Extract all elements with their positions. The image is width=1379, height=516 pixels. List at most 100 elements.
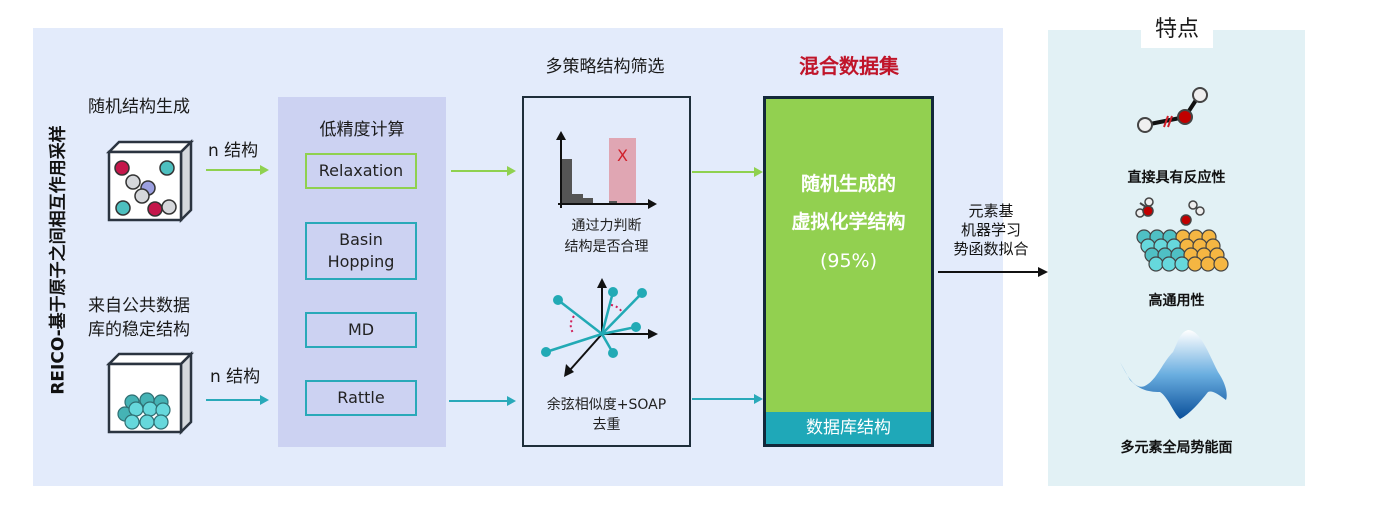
method-rattle: Rattle <box>305 380 417 416</box>
database-structure-label-line2: 库的稳定结构 <box>88 320 190 340</box>
atom-teal <box>115 200 131 216</box>
axis-diag-arrow <box>564 364 574 377</box>
filter-to-dataset-arrow-green-icon <box>692 167 763 177</box>
ml-fitting-line1: 元素基 <box>968 202 1014 220</box>
low-precision-title: 低精度计算 <box>319 120 405 140</box>
atom-red <box>147 201 163 217</box>
force-check-line1: 通过力判断 <box>571 218 642 234</box>
box-top-face <box>105 352 195 366</box>
vector-endpoints <box>541 287 647 358</box>
molecule-bond-break-icon <box>1137 87 1208 133</box>
feature-pes-label: 多元素全局势能面 <box>1120 440 1233 456</box>
method-label: Relaxation <box>318 161 404 180</box>
dataset-main-line1: 随机生成的 <box>800 173 896 195</box>
method-label-line2: Hopping <box>327 252 395 271</box>
potential-energy-surface-icon <box>1120 330 1227 419</box>
screening-box <box>522 96 691 447</box>
rattle-to-filter-arrow-icon <box>449 396 516 406</box>
cosine-similarity-vectors-icon <box>541 278 658 377</box>
arrow-head <box>754 394 763 404</box>
random-n-structures-label: n 结构 <box>208 141 259 161</box>
screening-title: 多策略结构筛选 <box>545 57 665 77</box>
break-mark <box>1163 115 1169 128</box>
dataset-to-features-arrow-icon <box>938 267 1048 277</box>
slab-atom <box>1148 256 1164 272</box>
arrow-head <box>260 395 269 405</box>
atom-grey <box>125 174 141 190</box>
atom-grey <box>161 199 177 215</box>
hist-bar <box>583 198 593 204</box>
break-mark <box>1167 115 1173 128</box>
database-structure-box-icon <box>105 350 195 436</box>
axis-right-arrow <box>648 329 658 339</box>
hist-bar <box>609 201 617 204</box>
box-side-face <box>179 350 193 436</box>
filter-to-dataset-arrow-teal-icon <box>692 394 763 404</box>
dedup-line2: 去重 <box>592 417 621 433</box>
slab-atom <box>1174 256 1190 272</box>
pes-surface <box>1120 330 1227 419</box>
feature-reactivity-label: 直接具有反应性 <box>1127 170 1226 186</box>
atom-teal <box>159 160 175 176</box>
atom-grey <box>134 188 150 204</box>
axis-up-arrow <box>597 278 607 288</box>
ml-fitting-line3: 势函数拟合 <box>953 240 1029 258</box>
ml-fitting-line2: 机器学习 <box>960 221 1021 239</box>
feature-generality-label: 高通用性 <box>1148 293 1205 309</box>
random-structure-label: 随机结构生成 <box>88 97 190 117</box>
arrow-head <box>507 166 516 176</box>
atom-red <box>114 160 130 176</box>
box-side-face <box>179 138 193 224</box>
method-label: MD <box>347 320 375 339</box>
slab-atom <box>1187 256 1203 272</box>
force-histogram-icon: X <box>556 131 657 209</box>
x-axis-arrow <box>648 199 657 209</box>
dataset-random-structures-text: 随机生成的 虚拟化学结构 <box>766 165 931 241</box>
hydrogen-atom <box>1137 117 1153 133</box>
arrow-head <box>507 396 516 406</box>
hist-bar <box>572 194 583 204</box>
oxygen-atom <box>1177 109 1193 125</box>
method-label: Rattle <box>337 388 385 407</box>
mixed-dataset-title: 混合数据集 <box>799 54 899 78</box>
dataset-main-line2: 虚拟化学结构 <box>791 211 906 233</box>
method-relaxation: Relaxation <box>305 153 417 189</box>
random-structure-box-icon <box>105 138 195 224</box>
method-basin-hopping: Basin Hopping <box>305 222 417 280</box>
hist-bar <box>562 159 572 204</box>
slab-atom <box>1161 256 1177 272</box>
mixed-dataset-box <box>763 96 934 447</box>
method-md: MD <box>305 312 417 348</box>
slab-atom <box>1200 256 1216 272</box>
metal-slab <box>1136 229 1229 272</box>
dataset-percentage: (95%) <box>819 250 878 272</box>
features-title: 特点 <box>1141 12 1213 48</box>
arrow-head <box>1038 267 1048 277</box>
vertical-title-text: REICO-基于原子之间相互作用采样 <box>48 125 69 395</box>
slab-atom <box>1213 256 1229 272</box>
dedup-line1: 余弦相似度+SOAP <box>546 397 667 413</box>
force-check-line2: 结构是否合理 <box>564 239 649 255</box>
dataset-database-section: 数据库结构 <box>766 412 931 444</box>
arrow-head <box>260 165 269 175</box>
box-top-face <box>105 140 195 154</box>
database-n-structures-label: n 结构 <box>210 367 261 387</box>
adsorbates <box>1135 197 1205 226</box>
reject-mark: X <box>617 146 628 165</box>
axis-diag <box>569 333 603 371</box>
angle-arc <box>610 304 623 313</box>
y-axis-arrow <box>556 131 566 140</box>
database-to-calc-arrow-icon <box>206 395 269 405</box>
random-to-calc-arrow-icon <box>206 165 269 175</box>
method-label-line1: Basin <box>339 230 383 249</box>
surface-adsorption-icon <box>1135 197 1229 272</box>
ml-fitting-label: 元素基 机器学习 势函数拟合 <box>938 202 1044 259</box>
relaxation-to-filter-arrow-icon <box>451 166 516 176</box>
workflow-vertical-title: REICO-基于原子之间相互作用采样 <box>42 100 70 420</box>
angle-arc <box>569 315 575 334</box>
arrow-head <box>754 167 763 177</box>
rejected-region <box>609 138 636 204</box>
hydrogen-atom <box>1192 87 1208 103</box>
database-structure-label-line1: 来自公共数据 <box>88 296 190 316</box>
crystal-atoms <box>117 392 171 430</box>
